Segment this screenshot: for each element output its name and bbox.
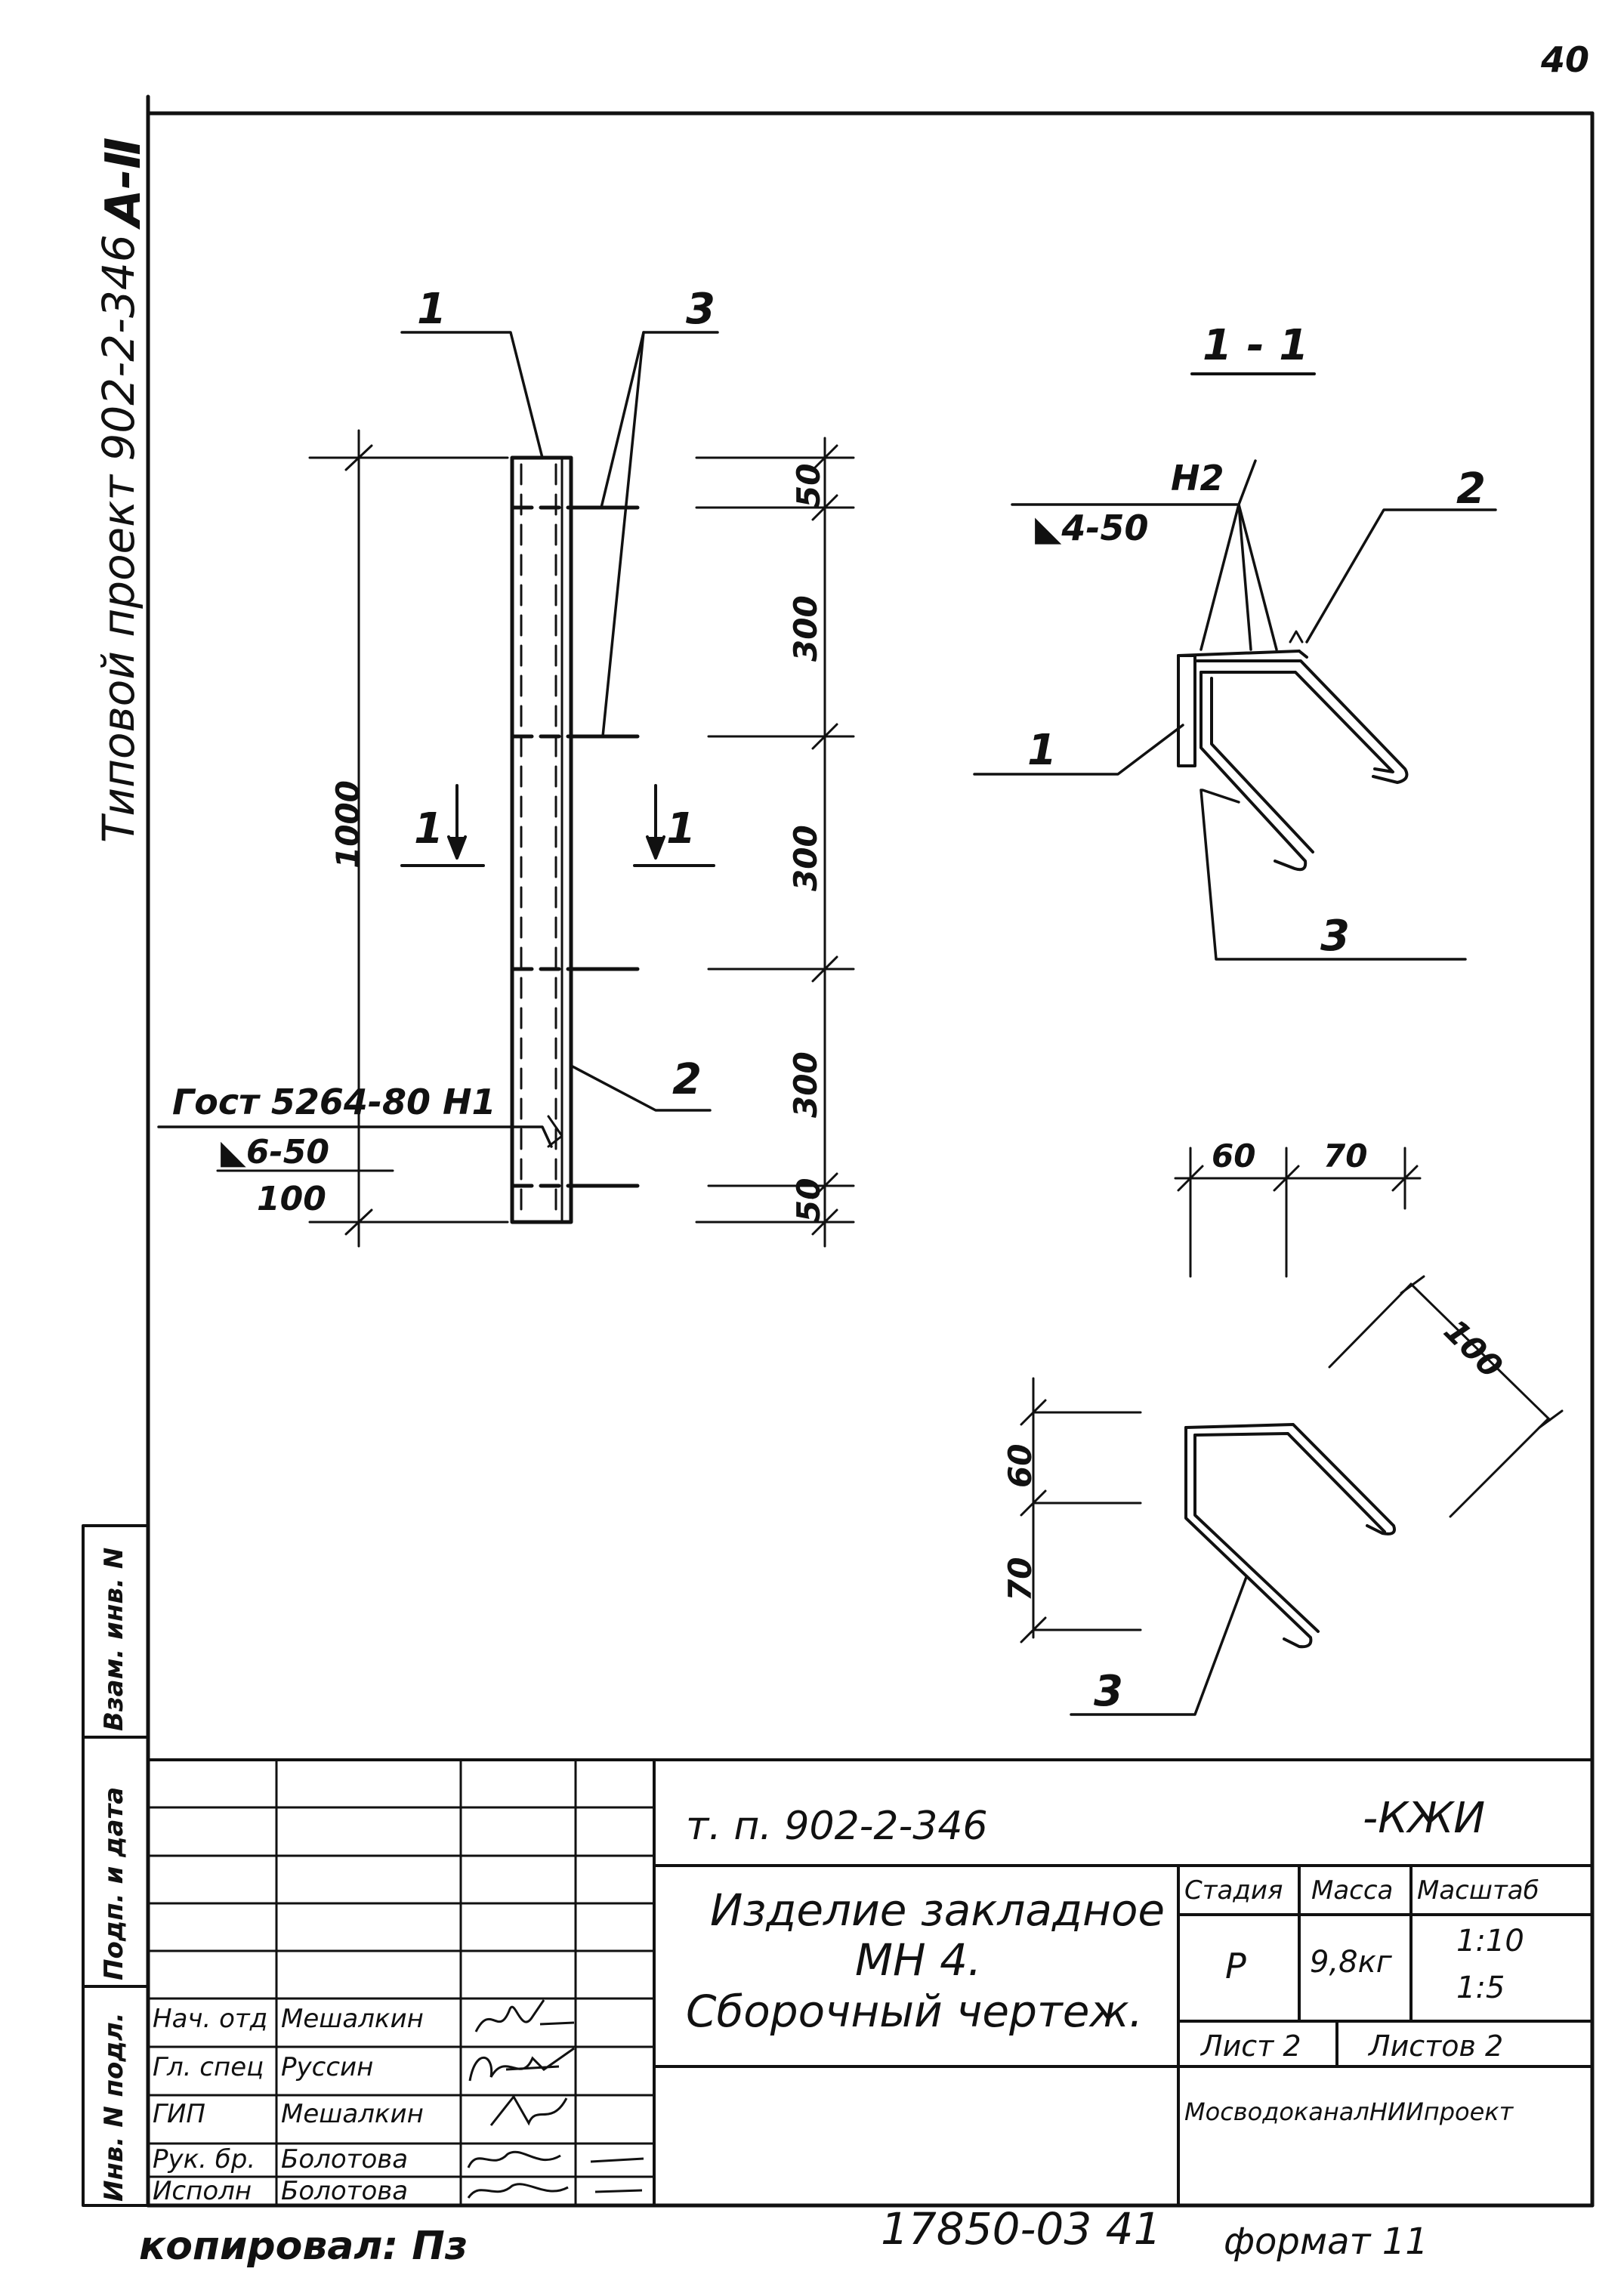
segment-dim-3: 300 xyxy=(787,825,824,891)
title-block-grid xyxy=(147,1758,1594,2207)
footer-format: формат 11 xyxy=(1224,2221,1428,2263)
bar-dim-top-70: 70 xyxy=(1323,1137,1368,1174)
section-mark-right: 1 xyxy=(666,804,696,853)
scale-value-1: 1:10 xyxy=(1456,1924,1524,1958)
organization: МосводоканалНИИпроект xyxy=(1184,2097,1514,2126)
side-stamp-inv: Инв. N подл. xyxy=(99,2012,129,2202)
signature-2 xyxy=(468,2047,575,2082)
signature-4 xyxy=(467,2150,644,2168)
overall-dim-label: 1000 xyxy=(329,780,366,869)
footer-copied: копировал: Пз xyxy=(139,2224,468,2269)
elevation-callout-1: 1 xyxy=(417,285,446,334)
footer-number: 17850-03 41 xyxy=(881,2203,1162,2255)
section-callout-1: 1 xyxy=(1027,726,1057,775)
signature-3 xyxy=(489,2094,568,2126)
segment-dim-1: 50 xyxy=(790,463,827,508)
section-leaders xyxy=(973,459,1497,961)
staff-name-3: Мешалкин xyxy=(281,2099,424,2129)
elevation-leaders xyxy=(157,331,719,1148)
scale-header: Масштаб xyxy=(1417,1875,1539,1906)
staff-role-5: Исполн xyxy=(153,2176,252,2206)
bar-dim-left-70: 70 xyxy=(1002,1557,1039,1601)
doc-suffix: -КЖИ xyxy=(1363,1794,1486,1843)
staff-name-4: Болотова xyxy=(281,2144,409,2174)
page-number: 40 xyxy=(1541,39,1590,80)
section-1-1 xyxy=(1177,372,1409,872)
section-cut-marks xyxy=(400,784,715,867)
scale-value-2: 1:5 xyxy=(1456,1971,1505,2005)
stage-header: Стадия xyxy=(1184,1875,1283,1906)
section-weld-size: ◣4-50 xyxy=(1035,508,1149,548)
bar-detail xyxy=(1184,1423,1396,1649)
side-title-album: А-Ⅱ xyxy=(96,137,152,227)
staff-name-5: Болотова xyxy=(281,2176,409,2206)
sheet-number: Лист 2 xyxy=(1201,2029,1301,2063)
bar-dim-top-60: 60 xyxy=(1212,1137,1256,1174)
side-title: Типовой проект 902-2-346 xyxy=(93,234,144,843)
segment-dim-2: 300 xyxy=(787,595,824,662)
bar-detail-dims xyxy=(1020,1147,1564,1644)
side-stamp-replace: Взам. инв. N xyxy=(99,1547,129,1731)
elevation-callout-2: 2 xyxy=(672,1055,702,1104)
segment-dim-5: 50 xyxy=(790,1177,827,1222)
bar-dim-left-60: 60 xyxy=(1002,1443,1039,1488)
mass-header: Масса xyxy=(1311,1875,1394,1906)
signature-1 xyxy=(474,1999,575,2032)
mass-value: 9,8кг xyxy=(1310,1945,1392,1980)
elevation-weld-size: ◣6-50 xyxy=(221,1133,329,1171)
doc-name-1: Изделие закладное xyxy=(710,1884,1166,1936)
elevation-weld-gost: Гост 5264-80 Н1 xyxy=(172,1082,496,1122)
staff-role-4: Рук. бр. xyxy=(153,2144,256,2174)
overall-dimension xyxy=(308,429,509,1248)
staff-role-1: Нач. отд xyxy=(153,2004,268,2034)
doc-name-2: МН 4. xyxy=(855,1934,982,1986)
bar-detail-callout-3: 3 xyxy=(1094,1667,1123,1716)
signature-5 xyxy=(467,2183,643,2199)
sheets-total: Листов 2 xyxy=(1369,2029,1504,2063)
staff-role-2: Гл. спец xyxy=(153,2052,264,2082)
staff-name-2: Руссин xyxy=(281,2052,374,2082)
bar-detail-leader xyxy=(1070,1576,1248,1716)
section-mark-left: 1 xyxy=(414,804,443,853)
side-stamp-grid xyxy=(82,1524,150,2207)
doc-name-3: Сборочный чертеж. xyxy=(686,1986,1144,2037)
segment-dimensions xyxy=(695,437,855,1248)
staff-role-3: ГИП xyxy=(153,2099,205,2129)
elevation-weld-pitch: 100 xyxy=(257,1180,326,1218)
stage-value: Р xyxy=(1225,1946,1246,1986)
section-callout-3: 3 xyxy=(1320,912,1350,961)
segment-dim-4: 300 xyxy=(787,1051,824,1118)
staff-name-1: Мешалкин xyxy=(281,2004,424,2034)
staff-table-grid xyxy=(147,1758,656,2207)
section-weld-type: Н2 xyxy=(1171,458,1224,498)
side-stamp-sign: Подп. и дата xyxy=(99,1786,129,1980)
section-title: 1 - 1 xyxy=(1203,321,1309,370)
elevation-callout-3: 3 xyxy=(686,285,715,334)
doc-code: т. п. 902-2-346 xyxy=(686,1804,988,1849)
section-callout-2: 2 xyxy=(1456,465,1486,514)
